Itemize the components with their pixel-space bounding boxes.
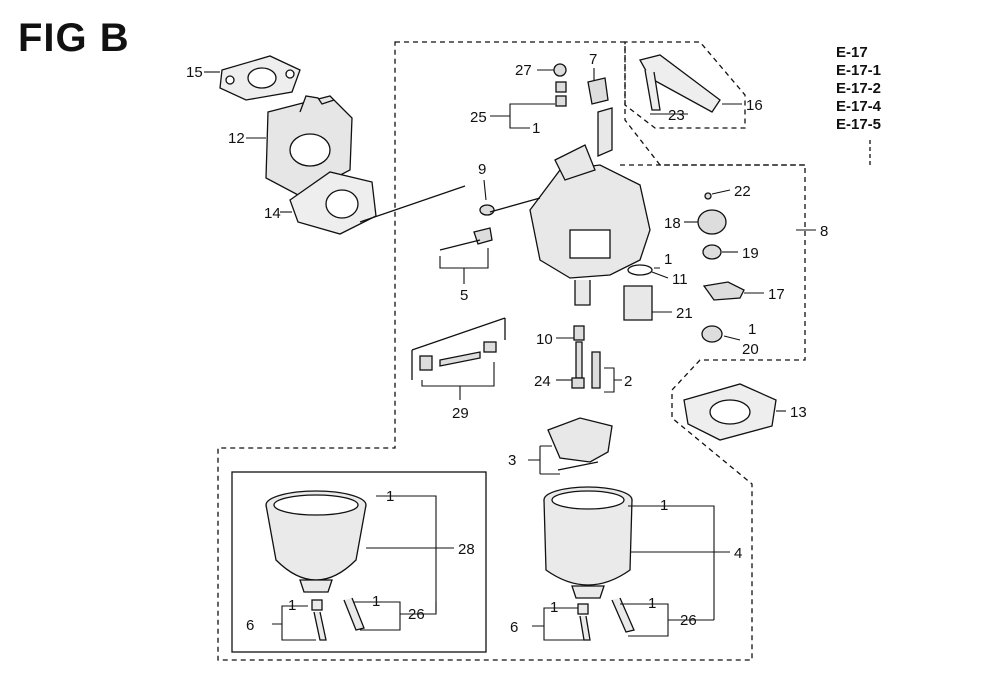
callout-2: 2 [624,373,632,390]
callout-23: 23 [668,107,685,124]
right-side-parts [697,192,745,343]
group-boundaries [217,41,806,661]
callout-15: 15 [186,64,203,81]
float-bowl-28 [265,490,367,641]
callout-5: 5 [460,287,468,304]
callout-1: 1 [664,251,672,268]
reference-code: E-17-1 [836,62,882,79]
callout-25: 25 [470,109,487,126]
callout-1: 1 [288,597,296,614]
callout-10: 10 [536,331,553,348]
callout-19: 19 [742,245,759,262]
callout-24: 24 [534,373,551,390]
reference-code: E-17-2 [836,80,882,97]
callout-14: 14 [264,205,281,222]
callout-1: 1 [748,321,756,338]
float-3 [547,417,613,471]
callout-1: 1 [660,497,668,514]
callout-1: 1 [372,593,380,610]
screw-kit-frame [411,317,506,380]
callout-17: 17 [768,286,785,303]
callout-22: 22 [734,183,751,200]
callout-1: 1 [550,599,558,616]
callout-26: 26 [680,612,697,629]
callout-11: 11 [672,271,688,288]
callout-20: 20 [742,341,759,358]
float-parts [623,264,653,321]
callout-1: 1 [532,120,540,137]
float-chamber-variant-box [231,471,487,653]
needle-assembly [571,325,601,389]
callout-18: 18 [664,215,681,232]
lever-16 [639,54,721,113]
reference-code: E-17-4 [836,98,882,115]
callout-26: 26 [408,606,425,623]
lever-group-boundary [624,41,746,129]
screws-9-5 [439,197,541,251]
insulator-12 [265,95,353,197]
gasket-15 [219,55,301,101]
callout-4: 4 [734,545,742,562]
gasket-14 [289,171,377,235]
callout-13: 13 [790,404,807,421]
callout-7: 7 [589,51,597,68]
leader-lines [204,68,816,641]
callout-6: 6 [246,617,254,634]
figure-title: FIG B [18,16,130,60]
screw-kit-29 [419,341,497,371]
callout-6: 6 [510,619,518,636]
reference-code: E-17-5 [836,116,882,133]
callout-8: 8 [820,223,828,240]
callout-12: 12 [228,130,245,147]
callout-9: 9 [478,161,486,178]
callout-28: 28 [458,541,475,558]
carburetor-body [529,107,651,306]
gasket-13 [683,383,777,441]
callout-21: 21 [676,305,693,322]
main-assembly-boundary [217,41,806,661]
reference-code: E-17 [836,44,868,61]
callout-1: 1 [386,488,394,505]
small-hardware [553,63,609,107]
callout-16: 16 [746,97,763,114]
callout-3: 3 [508,452,516,469]
callout-29: 29 [452,405,469,422]
callout-27: 27 [515,62,532,79]
reference-codes: E-17 E-17-1 E-17-2 E-17-4 E-17-5 [836,44,881,134]
callout-labels: 15 12 14 27 7 25 1 9 5 16 23 22 18 8 19 … [186,51,828,636]
float-bowl-4 [543,486,635,641]
callout-1: 1 [648,595,656,612]
